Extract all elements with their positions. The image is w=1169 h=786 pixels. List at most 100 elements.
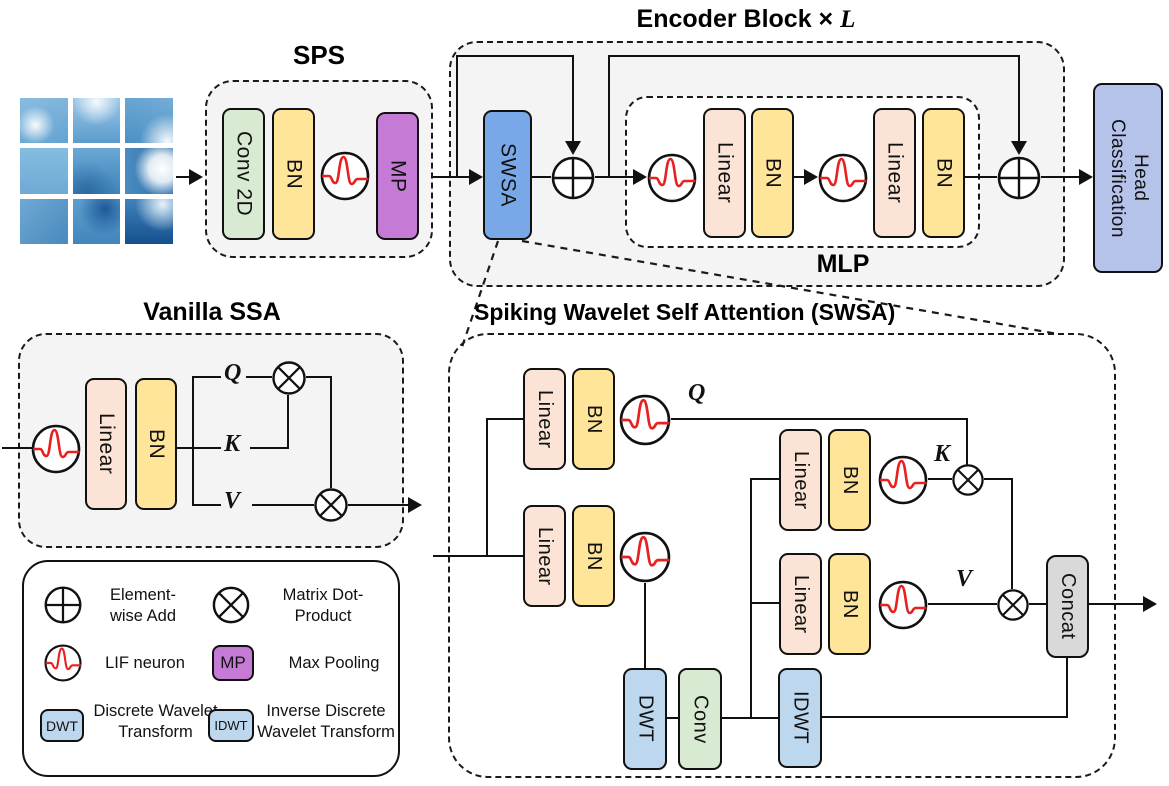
linear-label: Linear xyxy=(790,450,812,510)
connector-line xyxy=(1011,479,1014,589)
mp-label: MP xyxy=(386,159,410,193)
matrix-dot-product-icon xyxy=(212,586,250,624)
connector-line xyxy=(794,176,805,179)
encoder-title-L: L xyxy=(840,6,856,33)
bn-block: BN xyxy=(135,378,177,510)
vanilla-ssa-title: Vanilla SSA xyxy=(143,298,281,326)
linear-label: Linear xyxy=(883,142,907,204)
conv2d-label: Conv 2D xyxy=(232,131,256,217)
encoder-title-text: Encoder Block × xyxy=(636,5,834,33)
k-label: K xyxy=(934,441,951,467)
q-label: Q xyxy=(224,360,242,386)
linear-label: Linear xyxy=(790,574,812,634)
matrix-dot-product-icon xyxy=(272,361,306,395)
skip-connection-line xyxy=(608,57,611,177)
arrowhead xyxy=(189,169,203,185)
patch xyxy=(125,148,173,194)
mlp-label: MLP xyxy=(816,250,870,278)
legend-max-pooling: Max Pooling xyxy=(288,654,380,672)
lif-neuron-icon xyxy=(818,153,868,203)
connector-line xyxy=(192,376,221,379)
matrix-dot-product-icon xyxy=(952,464,984,496)
connector-line xyxy=(306,376,332,379)
connector-line xyxy=(250,447,289,450)
connector-line xyxy=(928,603,997,606)
arrowhead xyxy=(804,169,818,185)
idwt-label: IDWT xyxy=(789,691,812,745)
connector-line xyxy=(1029,603,1046,606)
skip-connection-line xyxy=(456,57,459,177)
connector-line xyxy=(667,717,678,720)
bn-block: BN xyxy=(828,553,871,655)
arrowhead xyxy=(408,497,422,513)
matrix-dot-product-icon xyxy=(314,488,348,522)
mp-legend-label: MP xyxy=(220,653,246,672)
connector-line xyxy=(928,478,952,481)
connector-line xyxy=(2,447,32,450)
connector-line xyxy=(252,504,314,507)
skip-connection-line xyxy=(608,55,1020,58)
connector-line xyxy=(644,583,647,668)
connector-line xyxy=(966,419,969,465)
lif-neuron-icon xyxy=(878,455,928,505)
swsa-label: SWSA xyxy=(496,143,520,207)
linear-block: Linear xyxy=(85,378,127,510)
legend-matrix-dot-product: Matrix Dot-Product xyxy=(282,586,364,626)
lif-neuron-icon xyxy=(878,580,928,630)
bn-block: BN xyxy=(272,108,315,240)
bn-label: BN xyxy=(932,157,956,189)
lif-neuron-icon xyxy=(320,151,370,201)
conv-block: Conv xyxy=(678,668,722,770)
concat-label: Concat xyxy=(1057,573,1079,640)
connector-line xyxy=(750,479,753,719)
connector-line xyxy=(486,418,523,421)
element-wise-add-icon xyxy=(44,586,82,624)
skip-connection-line xyxy=(456,55,574,58)
linear-label: Linear xyxy=(95,413,118,475)
connector-line xyxy=(330,377,333,488)
conv2d-block: Conv 2D xyxy=(222,108,265,240)
connector-line xyxy=(750,478,779,481)
arrowhead xyxy=(565,141,581,155)
patch xyxy=(125,98,173,144)
v-label: V xyxy=(956,566,973,592)
lif-neuron-icon xyxy=(619,531,671,583)
bn-block: BN xyxy=(828,429,871,531)
legend-lif-neuron: LIF neuron xyxy=(105,654,185,672)
sps-title: SPS xyxy=(292,40,346,70)
patch xyxy=(72,98,121,144)
input-image-patches xyxy=(20,98,173,244)
legend-element-wise-add: Element-wise Add xyxy=(109,586,177,626)
connector-line xyxy=(750,602,779,605)
dwt-label: DWT xyxy=(634,695,657,743)
connector-line xyxy=(965,176,997,179)
arrowhead xyxy=(469,169,483,185)
arrowhead xyxy=(1143,596,1157,612)
patch xyxy=(125,198,173,244)
swsa-detail-title: Spiking Wavelet Self Attention (SWSA) xyxy=(474,299,896,325)
linear-label: Linear xyxy=(534,526,556,586)
connector-line xyxy=(822,716,1068,719)
element-wise-add-icon xyxy=(551,156,595,200)
connector-line xyxy=(176,176,190,179)
arrowhead xyxy=(633,169,647,185)
skip-connection-line xyxy=(572,55,575,142)
connector-line xyxy=(532,176,551,179)
connector-line xyxy=(192,377,195,506)
arrowhead xyxy=(1011,141,1027,155)
conv-label: Conv xyxy=(689,694,712,744)
linear-block: Linear xyxy=(779,553,822,655)
skip-connection-line xyxy=(1018,55,1021,142)
dwt-block: DWT xyxy=(623,668,667,770)
bn-label: BN xyxy=(583,541,605,571)
connector-line xyxy=(433,555,523,558)
connector-line xyxy=(984,478,1013,481)
linear-label: Linear xyxy=(713,142,737,204)
connector-line xyxy=(1066,658,1069,718)
v-label: V xyxy=(224,488,241,514)
bn-block: BN xyxy=(572,505,615,607)
lif-neuron-icon xyxy=(31,424,81,474)
linear-label: Linear xyxy=(534,389,556,449)
connector-line xyxy=(595,176,634,179)
